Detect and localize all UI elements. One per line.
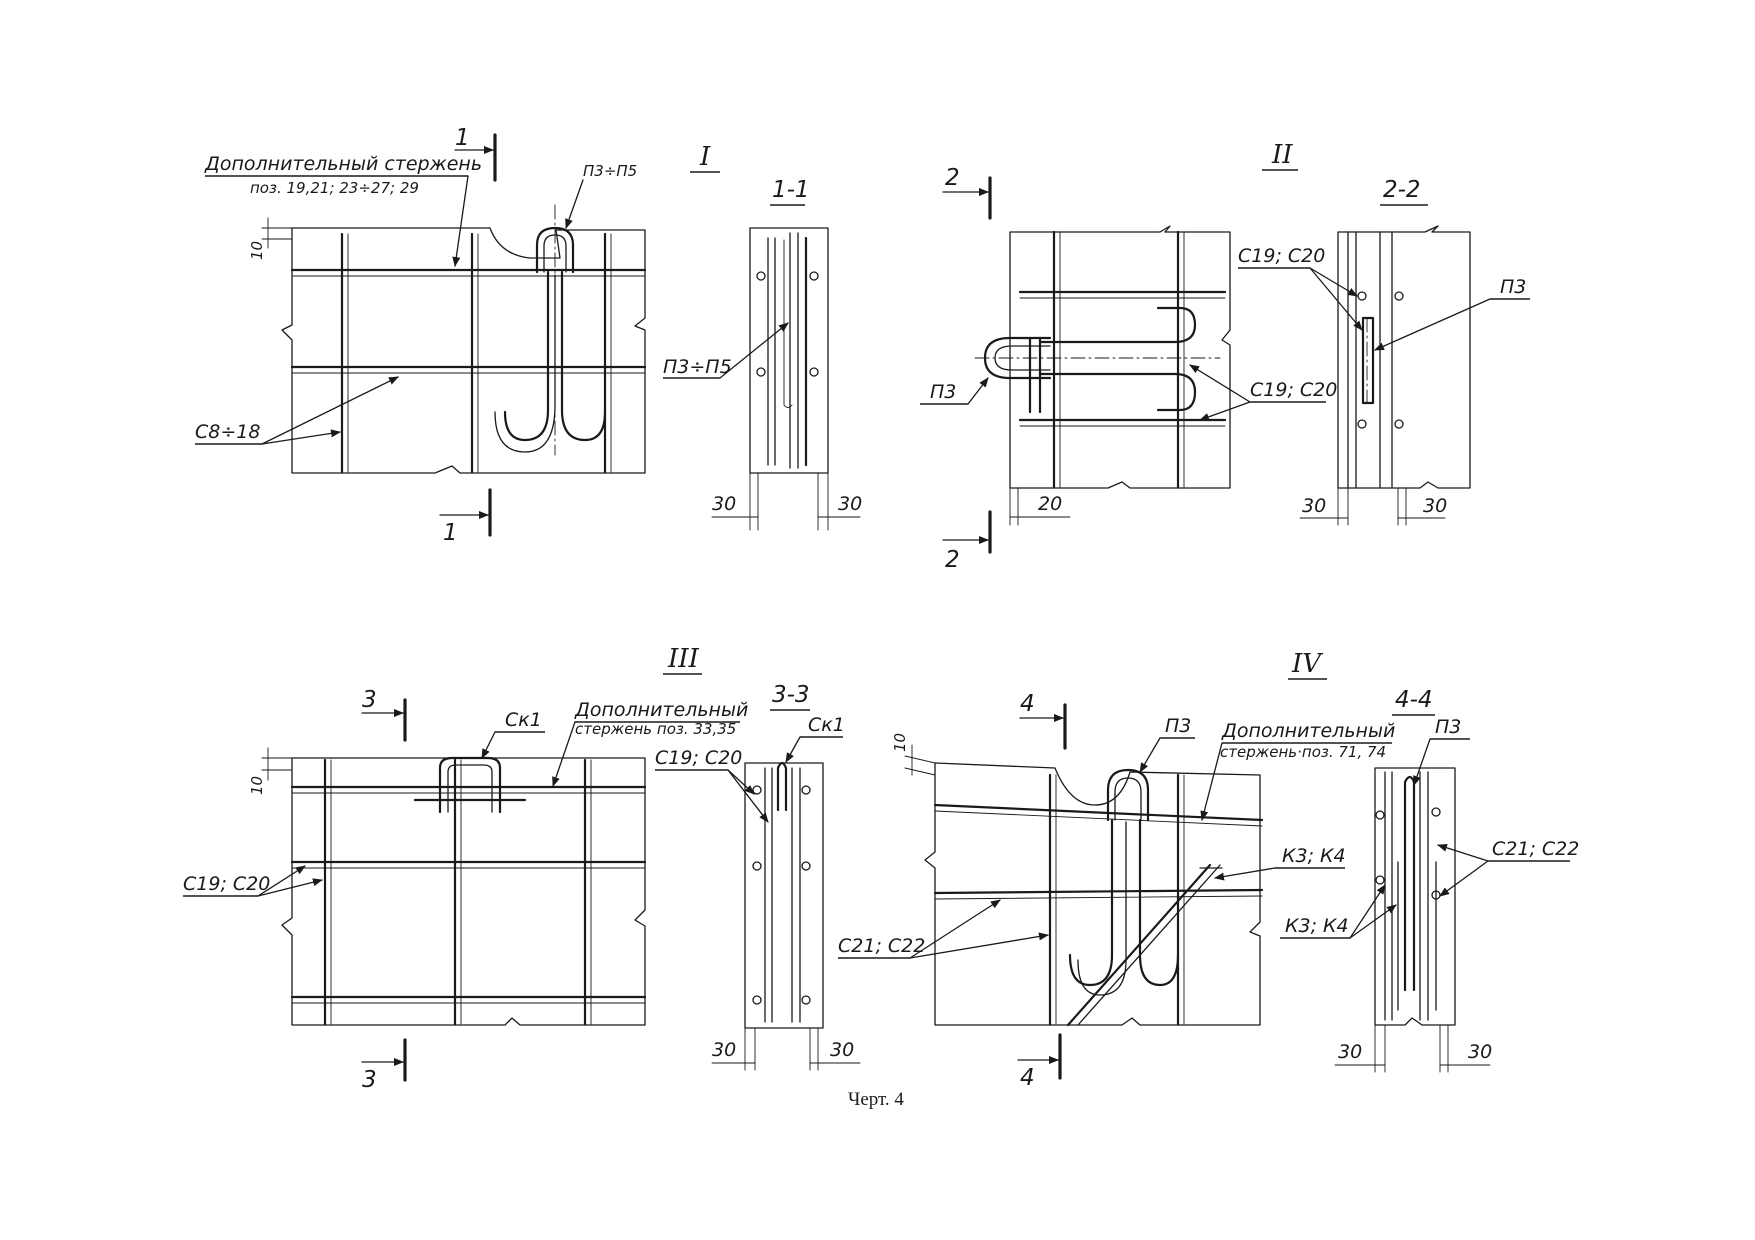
section-2-2-loop-label: П3: [1500, 276, 1526, 298]
section-4-4-title: 4-4: [1395, 687, 1433, 713]
node-i-bar-label: С8÷18: [195, 421, 260, 443]
node-iii-cut-label-bottom: 3: [362, 1067, 377, 1093]
drawing-caption: Черт. 4: [848, 1089, 904, 1110]
node-i-section: 1-1 П3÷П5 30 30: [663, 177, 862, 531]
lifting-loop: [1106, 768, 1150, 822]
panel-outline: [1009, 225, 1231, 489]
node-i-extra-bar-line1: Дополнительный стержень: [204, 153, 482, 175]
node-iv-frame-label: К3; К4: [1282, 845, 1346, 867]
vertical-bars: [1052, 230, 1185, 489]
node-iv-extra-bar-line1: Дополнительный: [1221, 720, 1395, 742]
node-iv-cut-label-bottom: 4: [1020, 1065, 1035, 1091]
section-3-3-bar-label: С19; С20: [655, 747, 742, 769]
node-iv-numeral: IV: [1291, 649, 1323, 679]
section-4-4-dim-right: 30: [1468, 1041, 1492, 1063]
vertical-bars: [340, 232, 612, 474]
section-1-1-title: 1-1: [772, 177, 810, 203]
node-i-cut-label-bottom: 1: [443, 520, 458, 546]
node-ii-elevation: II 2 2 П3 С19; С20: [920, 140, 1337, 573]
node-iii-bracket-label: Ск1: [505, 709, 542, 731]
node-iii-cut-label-top: 3: [362, 687, 377, 713]
node-i-extra-bar-line2: поз. 19,21; 23÷27; 29: [250, 179, 419, 197]
section-2-2-dim-right: 30: [1423, 495, 1447, 517]
node-i-cut-label-top: 1: [455, 125, 470, 151]
section-3-3-title: 3-3: [772, 682, 810, 708]
horizontal-bars: [1018, 290, 1227, 427]
section-4-4-dim-left: 30: [1338, 1041, 1362, 1063]
node-iv-elevation: IV 10 4: [838, 649, 1395, 1091]
node-iv-bar-label: С21; С22: [838, 935, 925, 957]
node-i-elevation: I 10 1: [195, 125, 720, 546]
node-i-dim-10: 10: [248, 241, 266, 260]
section-2-2-dim-left: 30: [1302, 495, 1326, 517]
node-iv-dim-10: 10: [891, 733, 909, 752]
horizontal-bars: [290, 785, 647, 1004]
section-4-4-bar-label: С21; С22: [1492, 838, 1579, 860]
section-4-4-frame-label: К3; К4: [1285, 915, 1349, 937]
panel-outline: [281, 757, 646, 1026]
section-outline: [744, 762, 824, 1029]
section-1-1-dim-right: 30: [838, 493, 862, 515]
section-2-2-bar-label: С19; С20: [1238, 245, 1325, 267]
node-iv-cut-label-top: 4: [1020, 691, 1035, 717]
node-ii-loop-label: П3: [930, 381, 956, 403]
section-1-1-dim-left: 30: [712, 493, 736, 515]
section-4-4-loop-label: П3: [1435, 716, 1461, 738]
node-ii-dim-20: 20: [1038, 493, 1062, 515]
node-ii-section: 2-2 С19; С20 П3 30 30: [1238, 177, 1530, 526]
section-outline: [1337, 225, 1471, 489]
node-iii-extra-bar-line1: Дополнительный: [574, 699, 748, 721]
horizontal-bars: [933, 803, 1264, 900]
section-3-3-dim-left: 30: [712, 1039, 736, 1061]
section-2-2-title: 2-2: [1383, 177, 1421, 203]
node-iv-loop-label: П3: [1165, 715, 1191, 737]
vertical-bars: [323, 758, 592, 1026]
node-ii-bar-label: С19; С20: [1250, 379, 1337, 401]
node-iii-dim-10: 10: [248, 776, 266, 795]
section-outline: [749, 227, 829, 474]
section-3-3-dim-right: 30: [830, 1039, 854, 1061]
node-iii-section: 3-3 С19; С20 Ск1 30 30: [655, 682, 861, 1071]
section-outline: [1374, 767, 1456, 1026]
node-iii-bar-label: С19; С20: [183, 873, 270, 895]
node-i-loop-label: П3÷П5: [583, 162, 637, 180]
bracket-sk1: [438, 756, 502, 814]
node-ii-numeral: II: [1271, 140, 1293, 170]
node-ii-cut-label-top: 2: [945, 165, 960, 191]
node-iii-numeral: III: [667, 644, 700, 674]
node-ii-cut-label-bottom: 2: [945, 547, 960, 573]
horizontal-bars: [290, 268, 647, 374]
node-iv-section: 4-4 П3 С21; С22 К3; К4 30 30: [1280, 687, 1579, 1073]
node-i-numeral: I: [699, 142, 711, 172]
node-iii-extra-bar-line2: стержень поз. 33,35: [575, 720, 736, 738]
panel-outline: [924, 762, 1261, 1026]
panel-outline: [281, 227, 646, 474]
lifting-loop: [535, 226, 575, 274]
node-iii-elevation: III 10 3: [183, 644, 748, 1093]
section-3-3-bracket-label: Ск1: [808, 714, 845, 736]
node-iv-extra-bar-line2: стержень·поз. 71, 74: [1220, 743, 1386, 761]
section-1-1-loop-label: П3÷П5: [663, 356, 732, 378]
